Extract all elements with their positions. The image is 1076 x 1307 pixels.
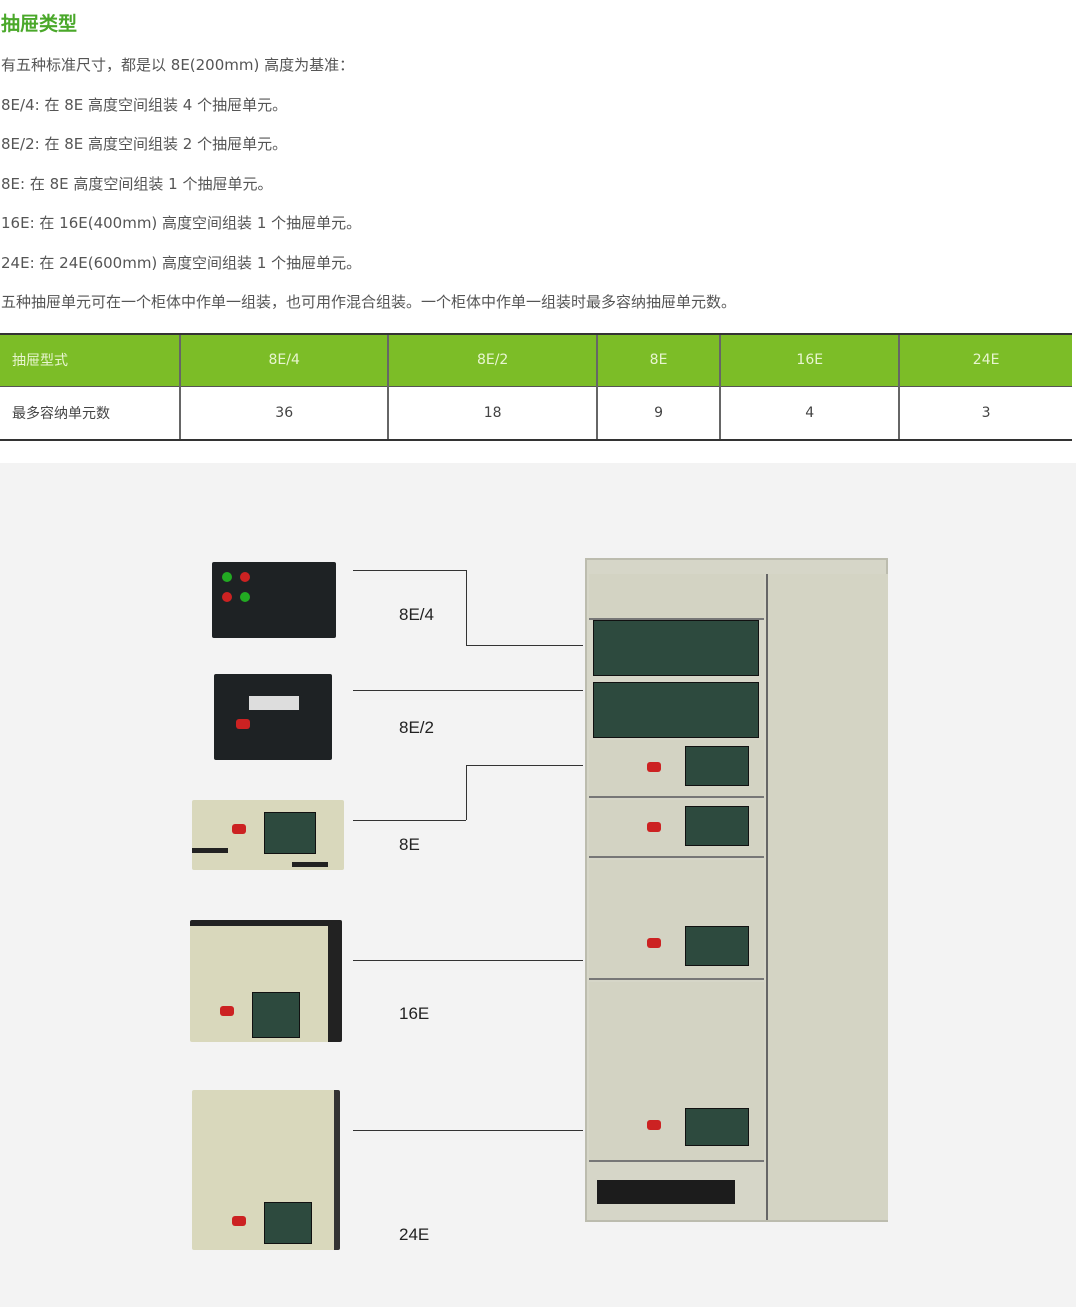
label-16e: 16E	[399, 1004, 430, 1023]
desc-24e: 24E: 在 24E(600mm) 高度空间组装 1 个抽屉单元。	[1, 254, 362, 272]
header-cell: 8E	[595, 333, 721, 387]
table-cell: 3	[898, 386, 1072, 441]
table-cell: 9	[595, 386, 721, 441]
desc-8e: 8E: 在 8E 高度空间组装 1 个抽屉单元。	[1, 175, 273, 193]
table-cell: 36	[178, 386, 389, 441]
drawer-illustration	[0, 463, 1076, 1307]
header-cell: 8E/4	[178, 333, 389, 387]
intro-text: 有五种标准尺寸，都是以 8E(200mm) 高度为基准：	[1, 56, 355, 74]
drawer-16e-image	[190, 920, 342, 1042]
drawer-24e-image	[192, 1090, 340, 1250]
drawer-8e-image	[192, 800, 344, 870]
section-title: 抽屉类型	[1, 13, 78, 35]
header-cell: 8E/2	[387, 333, 597, 387]
cabinet-door	[766, 574, 888, 1220]
summary-text: 五种抽屉单元可在一个柜体中作单一组装，也可用作混合组装。一个柜体中作单一组装时最…	[1, 293, 737, 311]
label-8e4: 8E/4	[399, 605, 434, 624]
table-row: 最多容纳单元数 36 18 9 4 3	[0, 386, 1072, 441]
label-24e: 24E	[399, 1225, 430, 1244]
desc-16e: 16E: 在 16E(400mm) 高度空间组装 1 个抽屉单元。	[1, 214, 362, 232]
drawer-8e4-image	[212, 562, 336, 638]
drawer-8e2-image	[214, 674, 332, 760]
label-8e2: 8E/2	[399, 718, 434, 737]
table-header-row: 抽屉型式 8E/4 8E/2 8E 16E 24E	[0, 333, 1072, 387]
header-cell: 16E	[719, 333, 900, 387]
header-cell: 24E	[898, 333, 1072, 387]
header-cell: 抽屉型式	[0, 333, 180, 387]
drawer-capacity-table: 抽屉型式 8E/4 8E/2 8E 16E 24E 最多容纳单元数 36 18 …	[0, 333, 1072, 441]
desc-8e4: 8E/4: 在 8E 高度空间组装 4 个抽屉单元。	[1, 96, 288, 114]
switchgear-cabinet-image	[585, 558, 888, 1222]
table-cell: 18	[387, 386, 597, 441]
row-label: 最多容纳单元数	[0, 386, 180, 441]
table-cell: 4	[719, 386, 900, 441]
desc-8e2: 8E/2: 在 8E 高度空间组装 2 个抽屉单元。	[1, 135, 288, 153]
label-8e: 8E	[399, 835, 420, 854]
